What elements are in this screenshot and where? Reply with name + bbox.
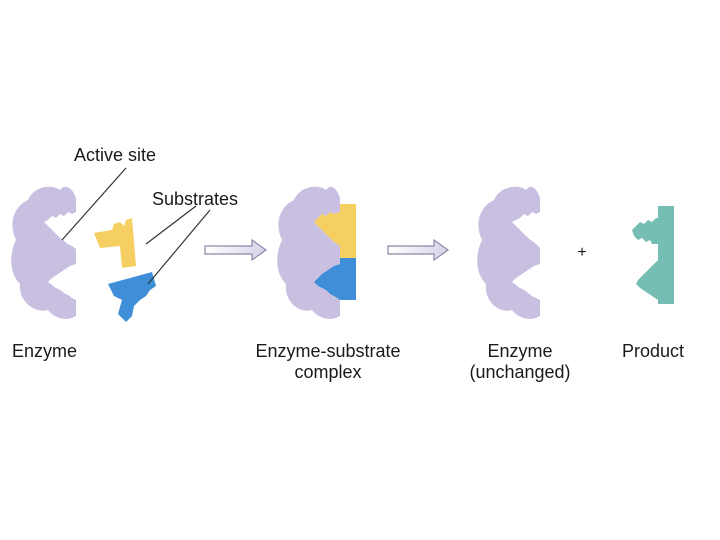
substrate-leader-1 <box>145 205 197 245</box>
complex-enzyme-body <box>277 186 340 319</box>
complex-substrate-blue <box>314 258 356 300</box>
es-complex-label-line2: complex <box>294 362 362 382</box>
reaction-arrow-2 <box>387 238 450 262</box>
complex-substrate-yellow <box>314 204 356 258</box>
active-site-label: Active site <box>74 145 157 165</box>
enzyme-unchanged-body <box>477 186 540 319</box>
plus-sign: + <box>577 244 587 261</box>
product-label: Product <box>622 341 685 361</box>
enzyme-unchanged-label-line1: Enzyme <box>487 341 553 361</box>
enzyme-substrate-complex <box>277 186 356 319</box>
substrate-yellow <box>94 218 136 268</box>
reaction-arrow-1 <box>204 238 268 262</box>
enzyme-shape <box>11 186 77 319</box>
enzyme-unchanged-label-line2: (unchanged) <box>469 362 571 382</box>
enzyme-unchanged-shape <box>477 186 540 319</box>
substrate-blue <box>108 272 156 322</box>
enzyme-body <box>11 186 77 319</box>
product-body <box>632 206 674 304</box>
active-site-leader <box>61 167 127 241</box>
substrates-label: Substrates <box>152 189 239 209</box>
product-shape <box>632 206 674 304</box>
enzyme-label: Enzyme <box>12 341 78 361</box>
substrate-leader-2 <box>147 209 211 285</box>
es-complex-label-line1: Enzyme-substrate <box>255 341 401 361</box>
